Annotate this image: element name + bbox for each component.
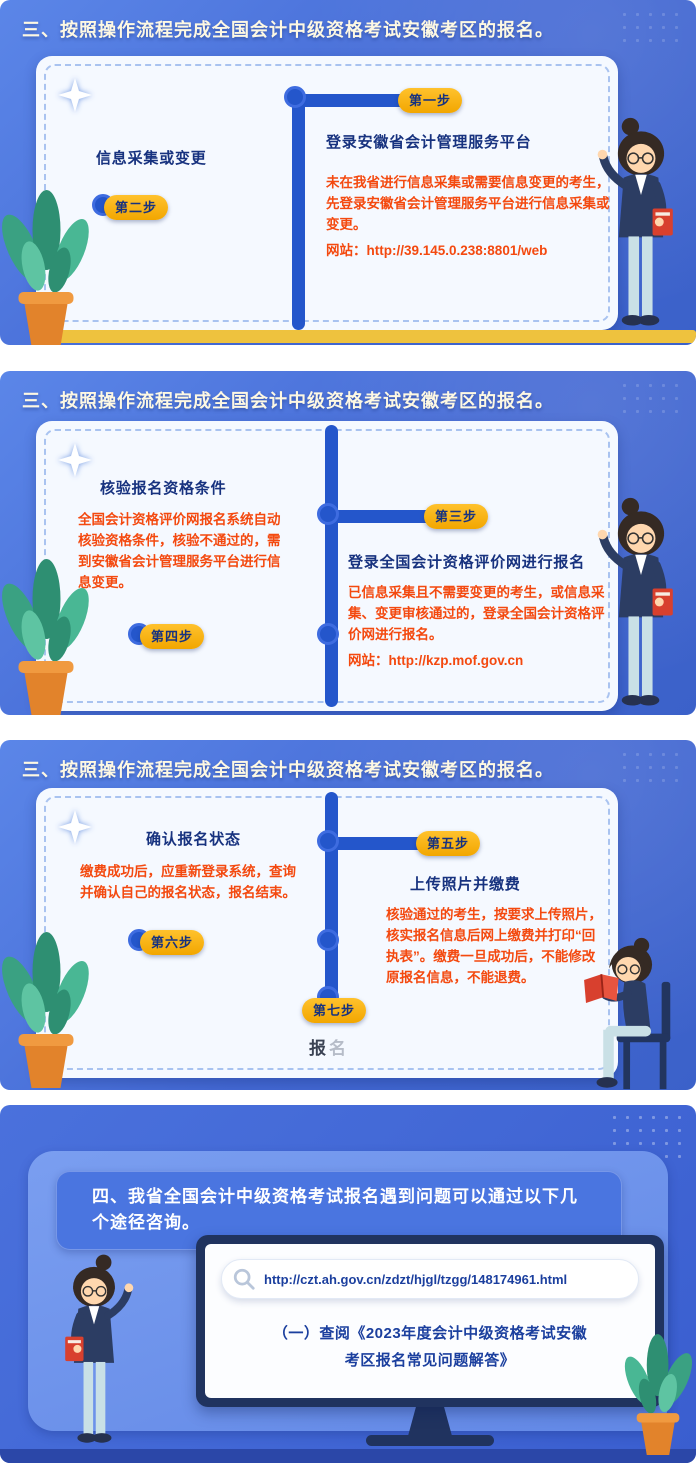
step-7-badge: 第七步 bbox=[302, 998, 367, 1023]
step-4-heading: 核验报名资格条件 bbox=[100, 480, 227, 497]
monitor-stand-neck bbox=[408, 1407, 452, 1436]
step-1-url-link[interactable]: 网站：http://39.145.0.238:8801/web bbox=[326, 243, 548, 259]
step-6-text: 缴费成功后，应重新登录系统，查询并确认自己的报名状态，报名结束。 bbox=[80, 861, 298, 903]
plant-illustration bbox=[0, 186, 100, 345]
dot-pattern bbox=[618, 748, 682, 792]
step-5-badge: 第五步 bbox=[416, 831, 481, 856]
sparkle-icon bbox=[58, 810, 92, 849]
dot-pattern bbox=[618, 379, 682, 423]
floor-strip bbox=[52, 330, 696, 343]
flow-node bbox=[317, 503, 339, 525]
plant-illustration bbox=[0, 928, 100, 1090]
sparkle-icon bbox=[58, 78, 92, 117]
step-6-body: 缴费成功后，应重新登录系统，查询并确认自己的报名状态，报名结束。 bbox=[80, 864, 296, 901]
woman-character-illustration bbox=[588, 103, 694, 344]
slide-1: 三、按照操作流程完成全国会计中级资格考试安徽考区的报名。 第一步 登录安徽省会计… bbox=[0, 0, 696, 345]
woman-character-illustration bbox=[46, 1251, 142, 1450]
step-5-text: 核验通过的考生，按要求上传照片，核实报名信息后网上缴费并打印“回执表”。缴费一旦… bbox=[386, 904, 604, 988]
monitor-illustration: http://czt.ah.gov.cn/zdzt/hjgl/tzgg/1481… bbox=[196, 1235, 664, 1407]
woman-reading-illustration bbox=[566, 934, 696, 1090]
dot-pattern bbox=[618, 8, 682, 52]
step-6-badge: 第六步 bbox=[140, 930, 205, 955]
tail-char-2: 名 bbox=[329, 1039, 349, 1058]
flow-line-vertical bbox=[325, 425, 338, 707]
step-3-text: 已信息采集且不需要变更的考生，或信息采集、变更审核通过的，登录全国会计资格评价网… bbox=[348, 582, 614, 671]
step-3-badge: 第三步 bbox=[424, 504, 489, 529]
step-7-tail-text: 报名 bbox=[309, 1034, 349, 1059]
step-5-body: 核验通过的考生，按要求上传照片，核实报名信息后网上缴费并打印“回执表”。缴费一旦… bbox=[386, 907, 602, 986]
step-1-body: 未在我省进行信息采集或需要信息变更的考生，先登录安徽省会计管理服务平台进行信息采… bbox=[326, 175, 610, 233]
step-2-heading: 信息采集或变更 bbox=[96, 150, 207, 167]
step-1-heading: 登录安徽省会计管理服务平台 bbox=[326, 134, 532, 151]
slide-2: 三、按照操作流程完成全国会计中级资格考试安徽考区的报名。 第三步 登录全国会计资… bbox=[0, 371, 696, 715]
flow-node bbox=[317, 929, 339, 951]
flow-node bbox=[317, 623, 339, 645]
section-3-title: 三、按照操作流程完成全国会计中级资格考试安徽考区的报名。 bbox=[22, 20, 554, 40]
step-1-text: 未在我省进行信息采集或需要信息变更的考生，先登录安徽省会计管理服务平台进行信息采… bbox=[326, 172, 618, 261]
plant-illustration bbox=[0, 555, 100, 715]
browser-address-bar[interactable]: http://czt.ah.gov.cn/zdzt/hjgl/tzgg/1481… bbox=[221, 1259, 639, 1299]
section-3-title: 三、按照操作流程完成全国会计中级资格考试安徽考区的报名。 bbox=[22, 391, 554, 411]
step-4-body: 全国会计资格评价网报名系统自动核验资格条件，核验不通过的，需到安徽省会计管理服务… bbox=[78, 512, 281, 591]
footer-bar bbox=[0, 1449, 696, 1463]
flow-connector-step3 bbox=[331, 510, 431, 523]
faq-caption: （一）查阅《2023年度会计中级资格考试安徽考区报名常见问题解答》 bbox=[272, 1325, 588, 1369]
step-5-heading: 上传照片并缴费 bbox=[410, 876, 521, 893]
monitor-screen: http://czt.ah.gov.cn/zdzt/hjgl/tzgg/1481… bbox=[205, 1244, 655, 1398]
step-4-badge: 第四步 bbox=[140, 624, 205, 649]
plant-illustration bbox=[616, 1331, 696, 1460]
flow-connector-step5 bbox=[331, 837, 423, 850]
sparkle-icon bbox=[58, 443, 92, 482]
step-6-heading: 确认报名状态 bbox=[146, 831, 241, 848]
step-2-badge: 第二步 bbox=[104, 195, 169, 220]
monitor-stand-base bbox=[366, 1435, 494, 1446]
step-3-body: 已信息采集且不需要变更的考生，或信息采集、变更审核通过的，登录全国会计资格评价网… bbox=[348, 585, 605, 643]
step-3-heading: 登录全国会计资格评价网进行报名 bbox=[348, 554, 586, 571]
step-3-url-link[interactable]: 网站：http://kzp.mof.gov.cn bbox=[348, 653, 524, 669]
slide-3: 三、按照操作流程完成全国会计中级资格考试安徽考区的报名。 第五步 确认报名状态 … bbox=[0, 740, 696, 1090]
flow-line-vertical bbox=[292, 88, 305, 330]
step-4-text: 全国会计资格评价网报名系统自动核验资格条件，核验不通过的，需到安徽省会计管理服务… bbox=[78, 509, 284, 593]
slide-4: 四、我省全国会计中级资格考试报名遇到问题可以通过以下几个途径咨询。 http:/… bbox=[0, 1105, 696, 1463]
flow-connector-step1 bbox=[298, 94, 410, 107]
flow-node bbox=[284, 86, 306, 108]
search-icon bbox=[232, 1267, 256, 1291]
step-1-badge: 第一步 bbox=[398, 88, 463, 113]
flow-line-vertical bbox=[325, 792, 338, 1007]
flow-node bbox=[317, 830, 339, 852]
browser-url: http://czt.ah.gov.cn/zdzt/hjgl/tzgg/1481… bbox=[264, 1271, 568, 1287]
woman-character-illustration bbox=[588, 483, 694, 715]
tail-char-1: 报 bbox=[309, 1039, 329, 1058]
section-3-title: 三、按照操作流程完成全国会计中级资格考试安徽考区的报名。 bbox=[22, 760, 554, 780]
